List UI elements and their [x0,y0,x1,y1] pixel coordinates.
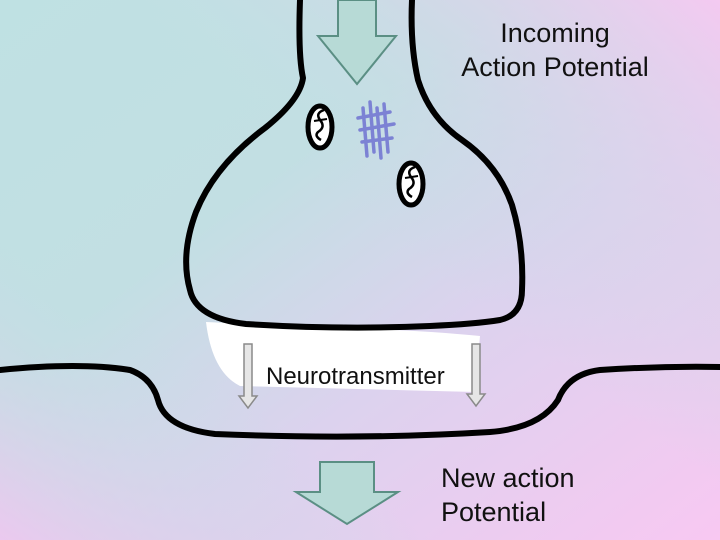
new-action-potential-label: New action Potential [441,461,575,529]
synaptic-cleft [206,322,480,392]
release-arrow-right-icon [465,343,487,408]
postsynaptic-membrane [0,363,720,440]
ion-channel-icon [356,100,396,160]
neurotransmitter-label: Neurotransmitter [266,363,445,390]
vesicle-left [305,103,335,151]
incoming-label-line1: Incoming [500,18,610,48]
presynaptic-terminal [183,0,526,331]
vesicle-right [396,160,426,208]
new-label-line1: New action [441,463,575,493]
incoming-arrow-icon [315,0,399,86]
incoming-label-line2: Action Potential [461,52,649,82]
new-action-arrow-icon [292,461,402,526]
incoming-action-potential-label: Incoming Action Potential [440,16,670,84]
release-arrow-left-icon [237,343,259,410]
new-label-line2: Potential [441,497,547,527]
